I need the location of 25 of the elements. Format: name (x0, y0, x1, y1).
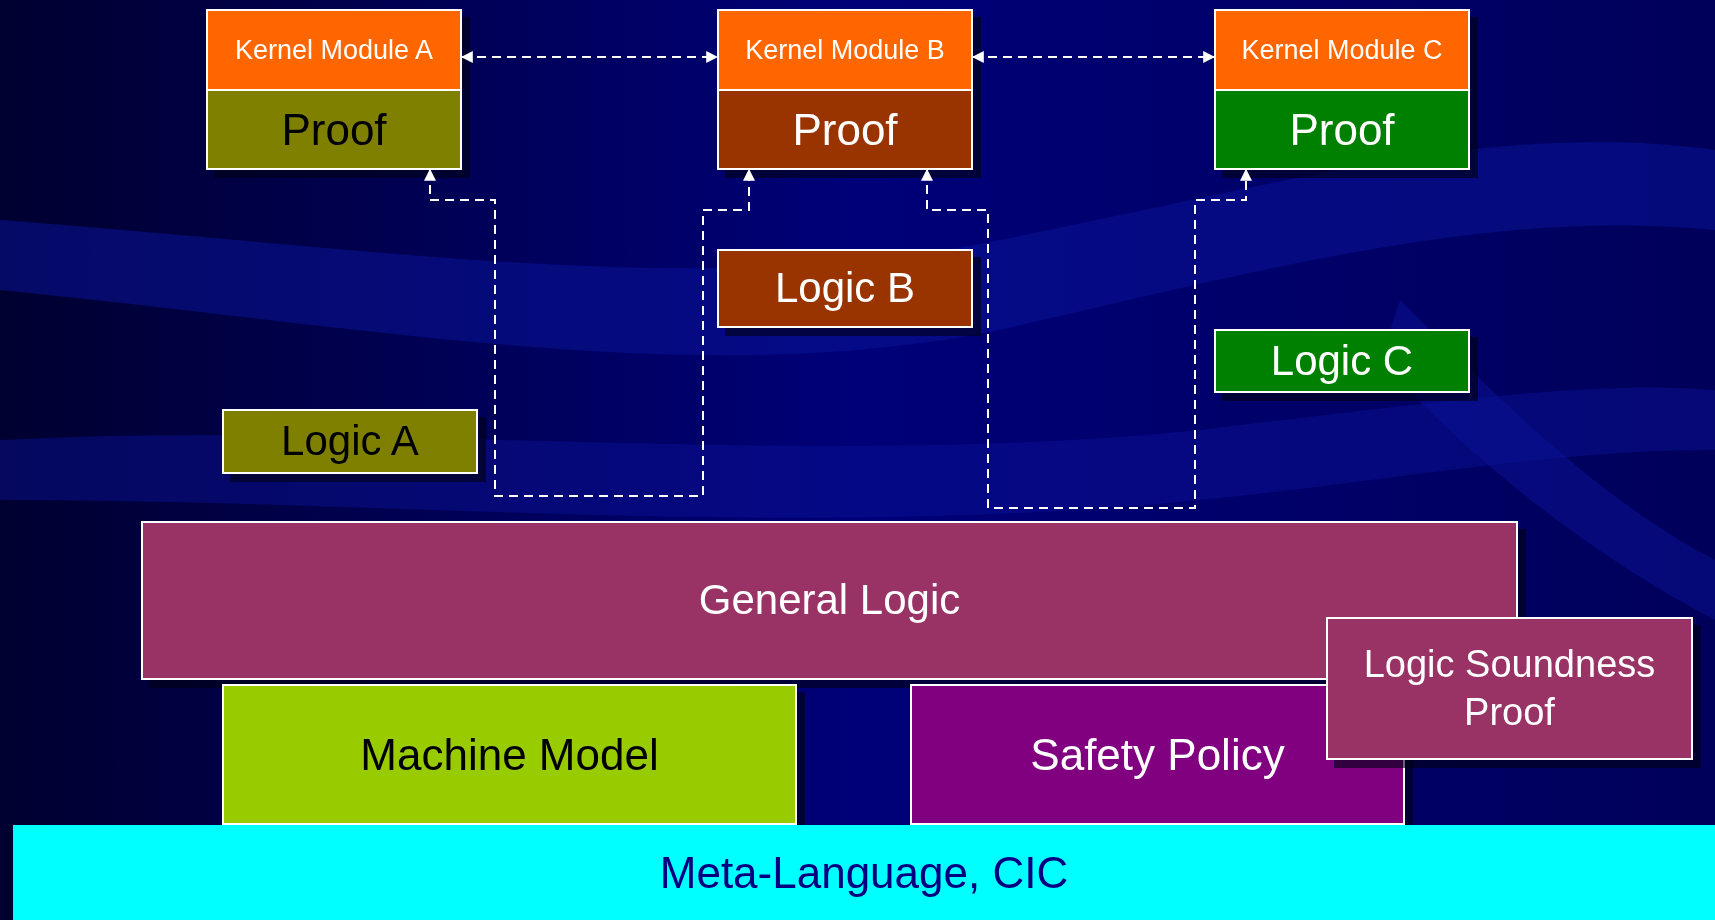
proof-box (1326, 617, 1693, 760)
module-title: Kernel Module A (208, 11, 460, 89)
proof-label: Proof (719, 89, 971, 168)
box-label: Logic A (281, 416, 419, 467)
box-label: General Logic (698, 575, 961, 626)
logic-box (1214, 329, 1470, 393)
dashed-arrow (971, 51, 1216, 63)
module-title: Kernel Module B (719, 11, 971, 89)
proof-label: Proof (208, 89, 460, 168)
box-label: Safety Policy (1030, 729, 1285, 781)
proof-label: Proof (1216, 89, 1468, 168)
logic-box (222, 409, 478, 474)
box-label: Meta-Language, CIC (659, 847, 1069, 899)
box-label: Logic Soundness Proof (1362, 642, 1657, 735)
layer-box (910, 684, 1405, 825)
dashed-arrow (921, 168, 1252, 509)
layer-box (13, 825, 1715, 920)
box-label: Logic C (1270, 335, 1414, 386)
box-label: Machine Model (360, 729, 659, 781)
logic-box (717, 249, 973, 328)
dashed-arrow (424, 168, 755, 497)
module-title: Kernel Module C (1216, 11, 1468, 89)
box-label: Logic B (774, 263, 916, 314)
layer-box (222, 684, 797, 825)
dashed-arrow (460, 51, 719, 63)
